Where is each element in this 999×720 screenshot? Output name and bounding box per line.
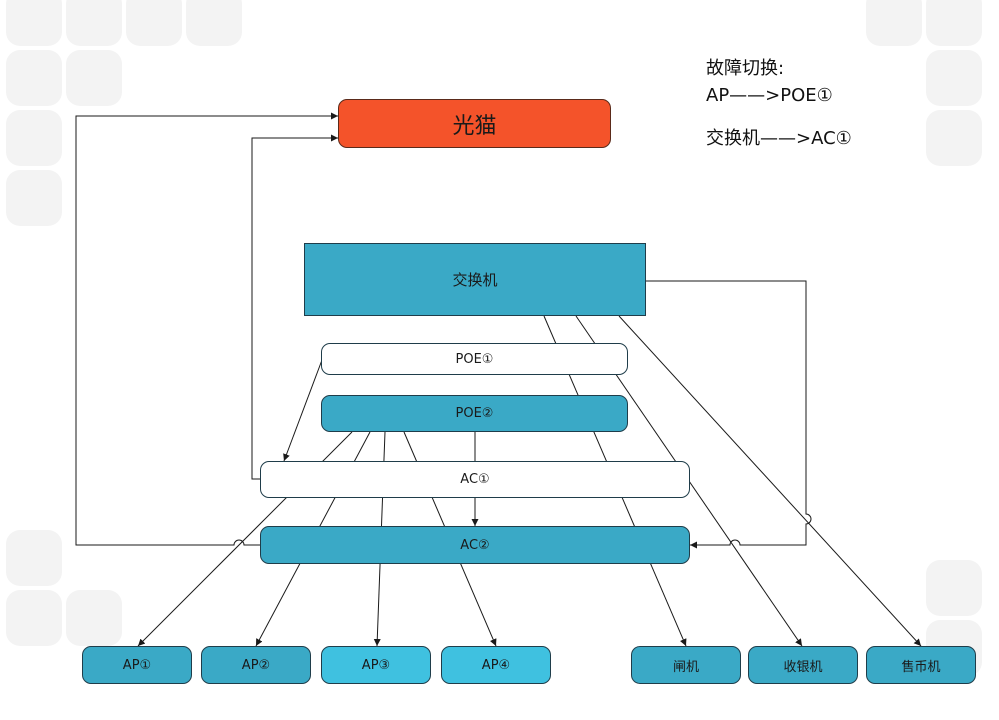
poe2-node[interactable]: POE②: [321, 395, 628, 432]
cashier-node[interactable]: 收银机: [748, 646, 858, 684]
failover-rule-switch: 交换机——>AC①: [706, 128, 852, 149]
ac2-label: AC②: [460, 537, 490, 553]
failover-title: 故障切换:: [706, 58, 785, 79]
ac1-label: AC①: [460, 472, 490, 487]
link-ac2-modem: [75, 112, 338, 546]
cashier-label: 收银机: [783, 659, 823, 675]
poe1-node[interactable]: POE①: [321, 343, 628, 375]
poe1-label: POE①: [455, 351, 494, 367]
link-ac1-modem: [251, 134, 338, 480]
ap3-label: AP③: [361, 657, 391, 673]
link-switch-ac2: [646, 280, 812, 549]
ap1-label: AP①: [122, 657, 152, 673]
ac1-node[interactable]: AC①: [260, 461, 690, 498]
gate-node[interactable]: 闸机: [631, 646, 741, 684]
coin-machine-label: 售币机: [901, 659, 941, 675]
ac2-node[interactable]: AC②: [260, 526, 690, 564]
modem-label: 光猫: [452, 113, 497, 139]
ap4-node[interactable]: AP④: [441, 646, 551, 684]
switch-node[interactable]: 交换机: [304, 243, 646, 316]
modem-node[interactable]: 光猫: [338, 99, 611, 148]
link-switch-coin: [618, 315, 922, 647]
switch-label: 交换机: [452, 271, 498, 289]
ap4-label: AP④: [481, 657, 511, 673]
poe2-label: POE②: [455, 406, 494, 421]
ap3-node[interactable]: AP③: [321, 646, 431, 684]
coin-machine-node[interactable]: 售币机: [866, 646, 976, 684]
failover-rule-ap: AP——>POE①: [706, 85, 833, 106]
ap2-node[interactable]: AP②: [201, 646, 311, 684]
gate-label: 闸机: [672, 659, 699, 675]
link-poe1-ac1: [283, 359, 323, 462]
ap2-label: AP②: [241, 657, 271, 673]
ap1-node[interactable]: AP①: [82, 646, 192, 684]
